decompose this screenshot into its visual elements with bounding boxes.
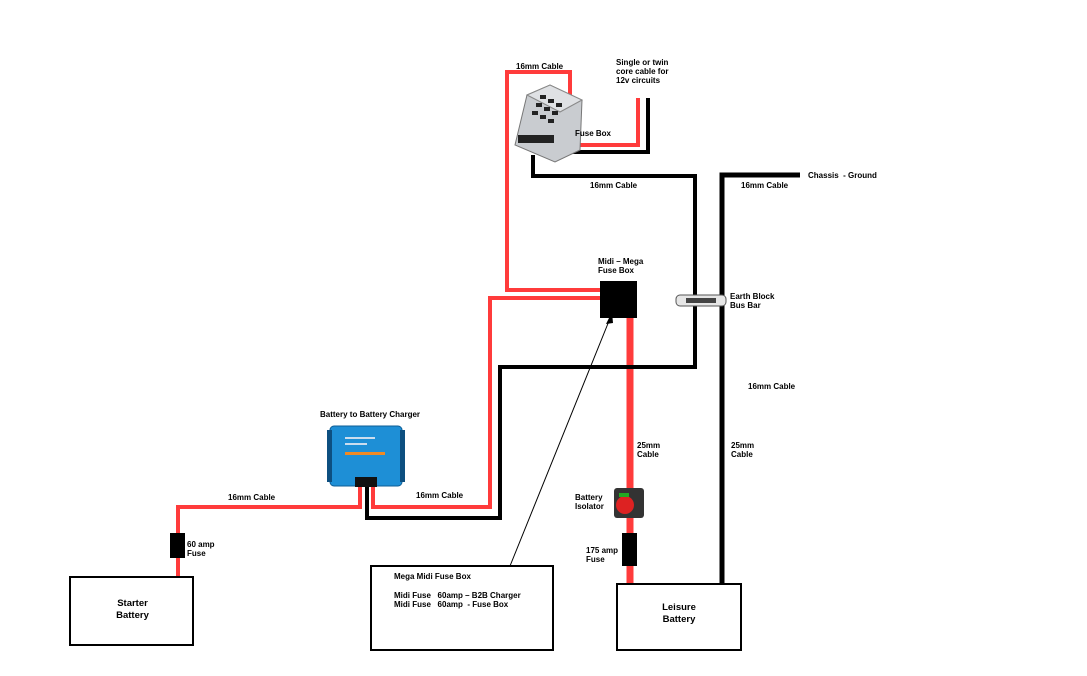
- label-cable-starter: 16mm Cable: [228, 493, 276, 502]
- fuse-175-amp: [622, 533, 637, 566]
- red-wire-charger-out: [371, 296, 600, 509]
- label-midi-mega: Midi – Mega Fuse Box: [598, 257, 644, 275]
- label-cable-fusebox-top: 16mm Cable: [516, 62, 564, 71]
- red-wire-fusebox-feed: [505, 70, 600, 292]
- label-cable-25-black: 25mm Cable: [731, 441, 755, 459]
- label-cable-earth-vertical: 16mm Cable: [748, 382, 796, 391]
- label-earth-block: Earth Block Bus Bar: [730, 292, 775, 310]
- note-title: Mega Midi Fuse Box: [394, 572, 471, 581]
- label-chassis-ground: Chassis - Ground: [808, 171, 877, 180]
- black-wire-charger-ground: [365, 305, 697, 520]
- note-line-1: Midi Fuse 60amp – B2B Charger: [394, 591, 521, 600]
- callout-arrow: [509, 315, 612, 567]
- label-cable-25-red: 25mm Cable: [637, 441, 661, 459]
- b2b-charger-device: [327, 425, 405, 487]
- earth-block-bus-bar: [675, 294, 727, 307]
- fuse-box-icon: [514, 84, 584, 163]
- red-wire-12v-circuit: [560, 98, 640, 147]
- label-cable-chassis: 16mm Cable: [741, 181, 789, 190]
- leisure-battery-box: [616, 583, 742, 651]
- label-battery-isolator: Battery Isolator: [575, 493, 604, 511]
- black-wire-12v-circuit: [560, 98, 650, 154]
- label-fuse-box: Fuse Box: [575, 129, 612, 138]
- black-wire-fusebox-ground: [531, 155, 697, 297]
- label-cable-charger-out: 16mm Cable: [416, 491, 464, 500]
- black-wire-chassis: [719, 172, 800, 584]
- fuse-60-amp: [170, 533, 185, 558]
- mega-midi-note-box: [370, 565, 554, 651]
- label-single-twin: Single or twin core cable for 12v circui…: [616, 58, 669, 85]
- label-b2b-charger: Battery to Battery Charger: [320, 410, 421, 419]
- battery-isolator-switch: [614, 488, 644, 518]
- note-line-2: Midi Fuse 60amp - Fuse Box: [394, 600, 509, 609]
- label-cable-fusebox-ground: 16mm Cable: [590, 181, 638, 190]
- label-starter-battery: Starter Battery: [116, 598, 149, 621]
- label-fuse-60: 60 amp Fuse: [187, 540, 215, 558]
- label-leisure-battery: Leisure Battery: [662, 602, 696, 625]
- midi-mega-fuse-box: [600, 281, 637, 318]
- starter-battery-box: [69, 576, 194, 646]
- label-fuse-175: 175 amp Fuse: [586, 546, 619, 564]
